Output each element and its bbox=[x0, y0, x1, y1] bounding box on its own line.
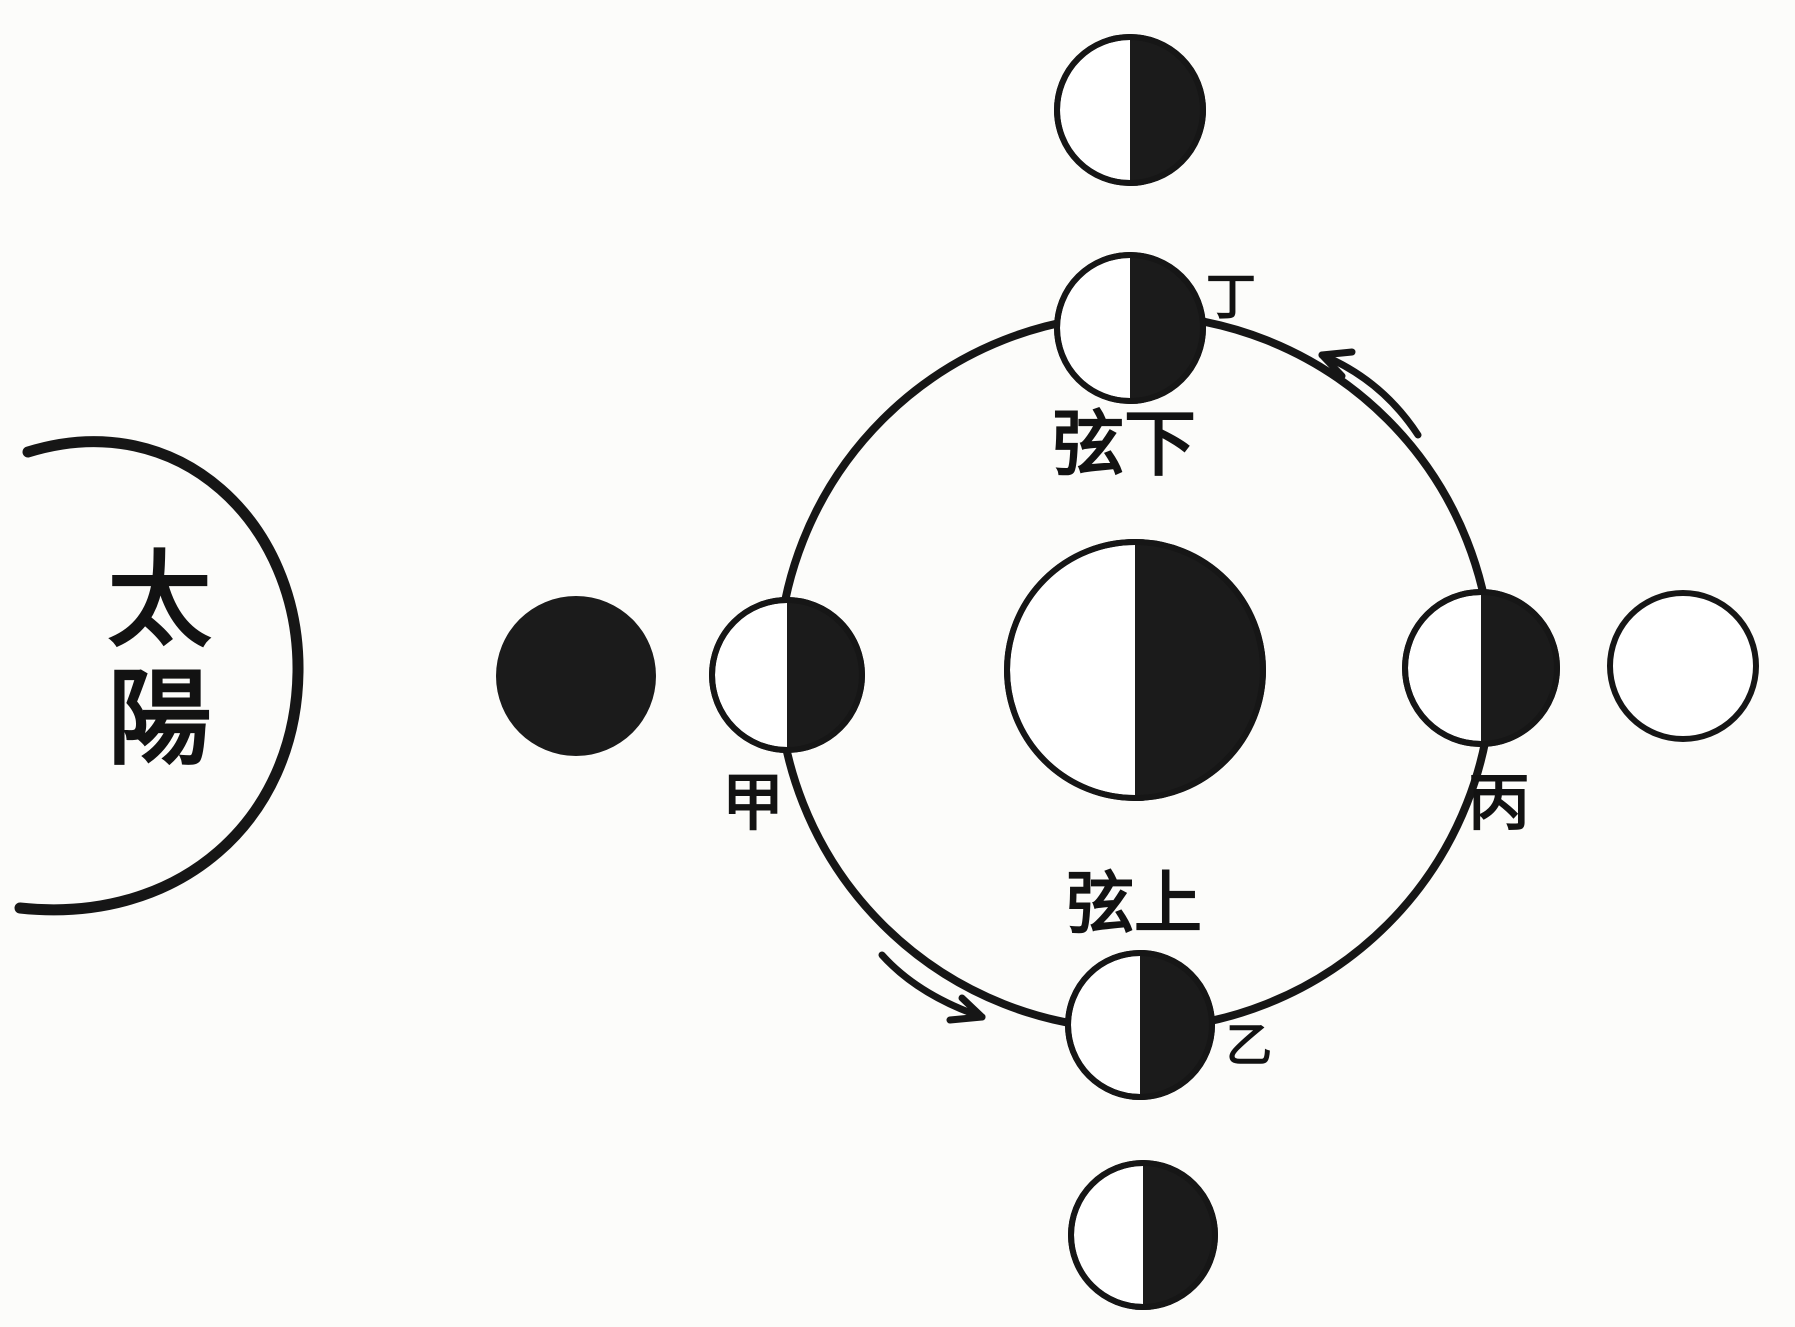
new-moon-disc bbox=[496, 596, 656, 756]
first-quarter-label: 弦上 bbox=[1066, 870, 1202, 938]
arrow-upper-right bbox=[1322, 352, 1418, 435]
position-bing-label: 丙 bbox=[1468, 772, 1530, 834]
position-ding-label: 丁 bbox=[1206, 272, 1256, 322]
external-moon-bottom bbox=[1071, 1158, 1233, 1318]
sun-label: 太陽 bbox=[92, 545, 202, 781]
full-moon-disc bbox=[1610, 593, 1756, 739]
orbit-moon-left bbox=[712, 595, 877, 755]
last-quarter-label: 弦下 bbox=[1052, 408, 1196, 480]
position-jia-label: 甲 bbox=[722, 772, 784, 834]
position-yi-label: 乙 bbox=[1226, 1022, 1272, 1068]
orbit-moon-top bbox=[1057, 250, 1220, 410]
earth-disc bbox=[1007, 535, 1275, 805]
external-moon-top bbox=[1057, 30, 1220, 190]
orbit-moon-bottom bbox=[1068, 948, 1230, 1108]
orbit-moon-right bbox=[1405, 588, 1571, 748]
